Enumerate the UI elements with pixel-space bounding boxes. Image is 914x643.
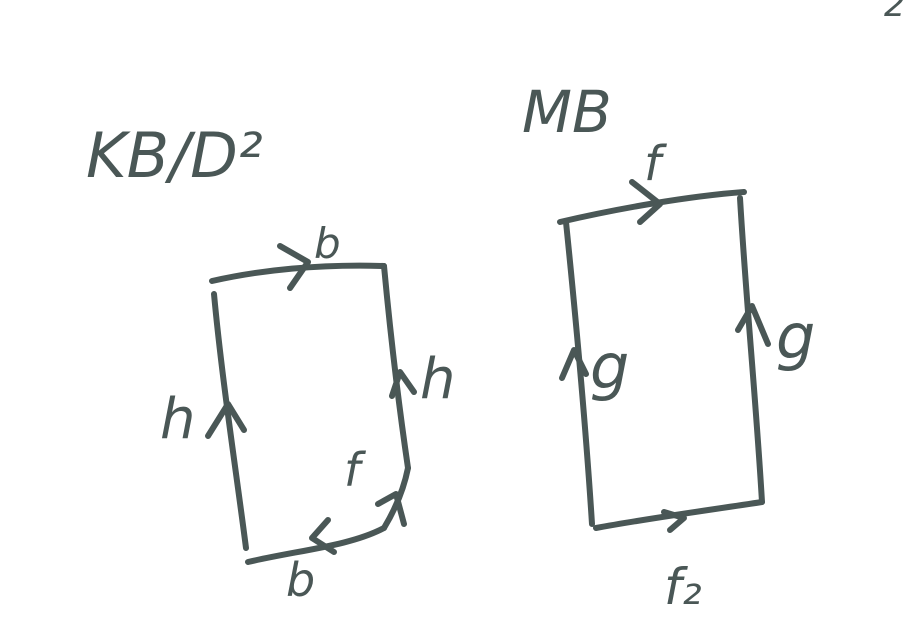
right-top-arrow-icon [629, 179, 663, 225]
left-corner-arrow-icon [375, 491, 407, 527]
right-square-diagram: MB f g g f₂ [522, 78, 815, 616]
right-left-edge [563, 219, 595, 527]
left-right-arrow-icon [389, 369, 417, 399]
left-right-edge [381, 263, 411, 471]
left-top-edge [209, 262, 387, 284]
right-top-label: f [644, 136, 667, 192]
left-corner-label: f [344, 443, 366, 497]
left-square-diagram: KB/D² b h h b f [86, 119, 456, 607]
right-bottom-label: f₂ [664, 558, 702, 616]
left-top-arrow-icon [277, 243, 311, 291]
left-bottom-label: b [286, 553, 315, 607]
right-right-arrow-icon [735, 303, 771, 347]
left-left-edge [211, 291, 249, 551]
corner-fragment-text: 2 [884, 0, 906, 25]
right-left-label: g [590, 330, 629, 403]
left-bottom-arrow-icon [309, 517, 337, 555]
left-diagram-title: KB/D² [86, 119, 263, 192]
right-diagram-title: MB [522, 78, 612, 146]
right-bottom-arrow-icon [661, 509, 687, 533]
right-right-edge [737, 195, 765, 505]
left-left-label: h [160, 387, 196, 452]
right-left-arrow-icon [559, 347, 589, 381]
left-top-label: b [314, 219, 341, 268]
left-right-label: h [420, 347, 456, 412]
right-right-label: g [776, 300, 815, 373]
left-left-arrow-icon [205, 401, 247, 439]
